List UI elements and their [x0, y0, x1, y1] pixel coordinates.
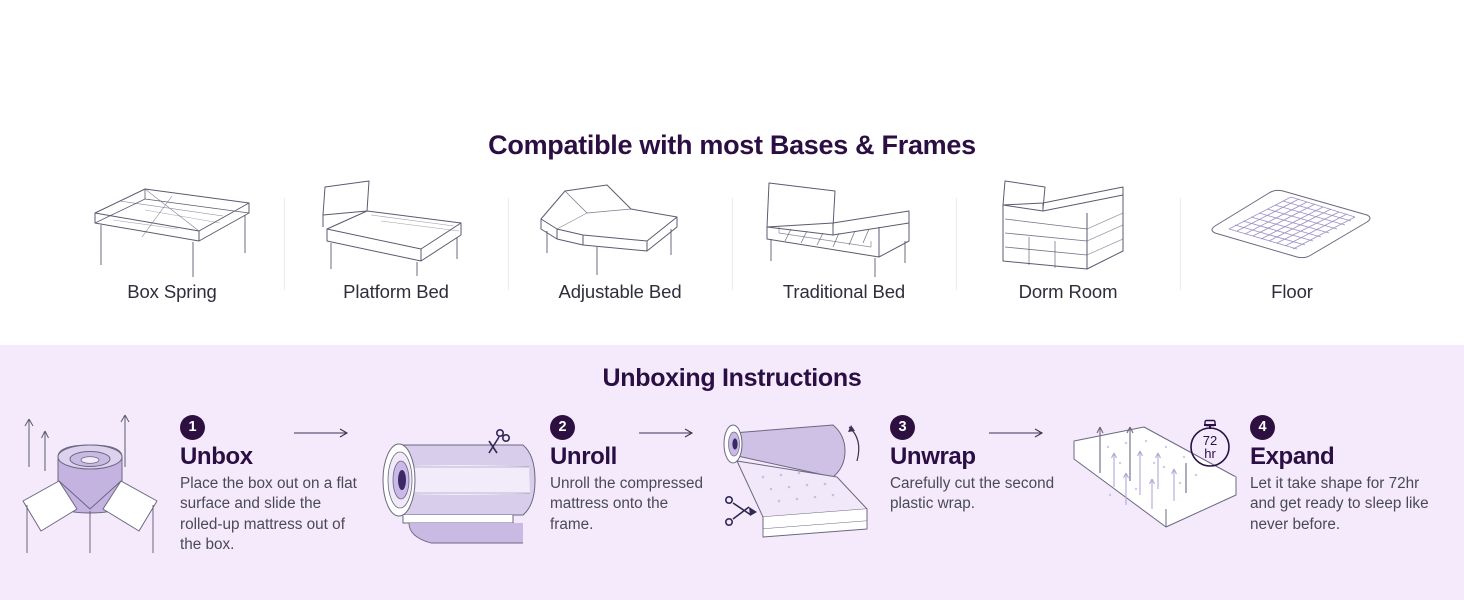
bases-list: Box Spring Platform Bed — [60, 176, 1404, 326]
base-item-adjustable-bed: Adjustable Bed — [508, 176, 732, 326]
step-description: Let it take shape for 72hr and get ready… — [1250, 475, 1429, 533]
open-box-icon — [0, 403, 180, 563]
timer-icon — [1189, 419, 1230, 467]
bases-and-frames-section: Compatible with most Bases & Frames — [60, 130, 1404, 326]
unboxing-steps-list: 1 Unbox Place the box out on a flat surf… — [0, 403, 1464, 593]
base-item-dorm-room: Dorm Room — [956, 176, 1180, 326]
step-connector-arrow-icon — [989, 428, 1044, 438]
unboxing-instructions-section: Unboxing Instructions — [0, 345, 1464, 600]
step-number-badge: 3 — [890, 415, 915, 440]
base-item-box-spring: Box Spring — [60, 176, 284, 326]
expanding-mattress-icon: 72 hr — [1065, 403, 1250, 563]
step-text-block: 3 Unwrap Carefully cut the second plasti… — [890, 403, 1065, 515]
bases-section-title: Compatible with most Bases & Frames — [488, 130, 976, 160]
step-text-block: 2 Unroll Unroll the compressed mattress … — [550, 403, 715, 535]
step-title: Unbox — [180, 443, 253, 470]
adjustable-bed-icon — [508, 176, 732, 281]
unwrap-mattress-icon — [715, 403, 890, 563]
step-text-block: 1 Unbox Place the box out on a flat surf… — [180, 403, 370, 555]
step-connector-arrow-icon — [294, 428, 349, 438]
unboxing-step-2: 2 Unroll Unroll the compressed mattress … — [370, 403, 715, 593]
step-number-badge: 1 — [180, 415, 205, 440]
base-label: Traditional Bed — [782, 281, 906, 302]
base-label: Adjustable Bed — [558, 281, 682, 302]
base-label: Floor — [1271, 281, 1313, 302]
unboxing-step-3: 3 Unwrap Carefully cut the second plasti… — [715, 403, 1065, 593]
base-label: Platform Bed — [343, 281, 449, 302]
base-item-traditional-bed: Traditional Bed — [732, 176, 956, 326]
base-label: Dorm Room — [1018, 281, 1118, 302]
base-item-platform-bed: Platform Bed — [284, 176, 508, 326]
dorm-room-icon — [956, 176, 1180, 281]
timer-value: 72 — [1202, 433, 1216, 448]
step-description: Carefully cut the second plastic wrap. — [890, 475, 1055, 513]
floor-icon — [1180, 176, 1404, 281]
step-number-badge: 4 — [1250, 415, 1275, 440]
step-text-block: 4 Expand Let it take shape for 72hr and … — [1250, 403, 1464, 535]
timer-unit: hr — [1204, 446, 1216, 461]
mattress-roll-icon — [370, 403, 550, 563]
box-spring-icon — [60, 176, 284, 281]
unboxing-section-title: Unboxing Instructions — [602, 364, 862, 392]
base-label: Box Spring — [127, 281, 217, 302]
step-connector-arrow-icon — [639, 428, 694, 438]
base-item-floor: Floor — [1180, 176, 1404, 326]
step-description: Place the box out on a flat surface and … — [180, 475, 357, 554]
step-title: Unroll — [550, 443, 617, 470]
step-description: Unroll the compressed mattress onto the … — [550, 475, 704, 533]
unboxing-step-4: 72 hr 4 Expand Let it take shape for 72h… — [1065, 403, 1464, 593]
unboxing-step-1: 1 Unbox Place the box out on a flat surf… — [0, 403, 370, 593]
traditional-bed-icon — [732, 176, 956, 281]
step-number-badge: 2 — [550, 415, 575, 440]
step-title: Expand — [1250, 443, 1335, 470]
step-title: Unwrap — [890, 443, 976, 470]
platform-bed-icon — [284, 176, 508, 281]
